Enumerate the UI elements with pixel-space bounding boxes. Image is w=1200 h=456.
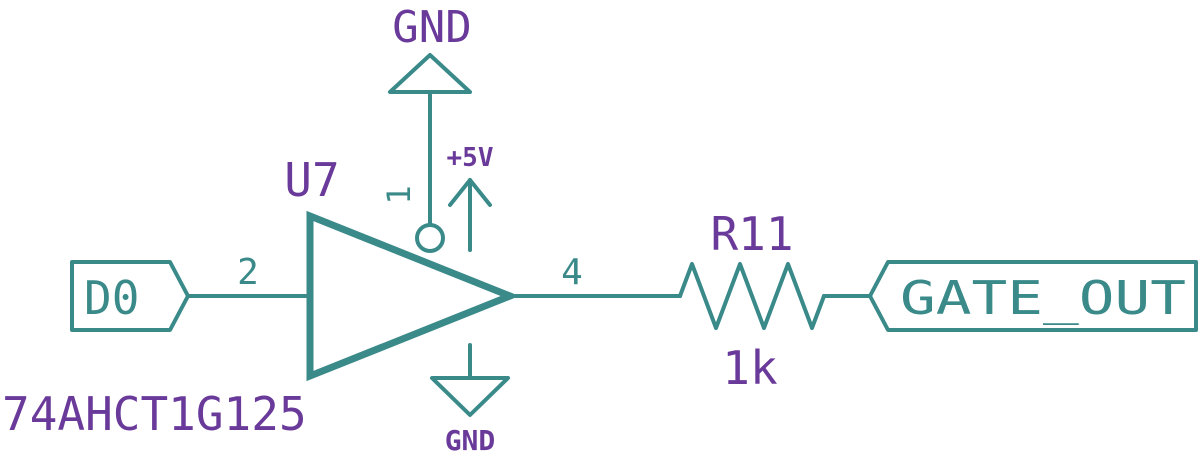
top-gnd-symbol (388, 53, 472, 94)
r11-reference: R11 (710, 207, 793, 261)
u7-value: 74AHCT1G125 (2, 387, 307, 441)
gate-out-label-text: GATE_OUT (900, 271, 1186, 325)
oe-inversion-bubble (415, 223, 445, 253)
pin-2-number: 2 (237, 252, 259, 293)
gate-out-label-flag (868, 260, 1198, 332)
d0-label-flag (70, 260, 190, 332)
vcc-arrow (448, 178, 492, 207)
u7-reference: U7 (284, 153, 339, 207)
r11-value: 1k (722, 341, 777, 395)
resistor-body (678, 262, 826, 330)
bottom-gnd-symbol (430, 376, 510, 417)
buffer-body (306, 210, 520, 382)
pin-4-number: 4 (561, 252, 583, 293)
bottom-gnd-label: GND (445, 424, 496, 456)
pin-1-number: 1 (380, 185, 418, 204)
d0-label-text: D0 (84, 271, 139, 325)
top-gnd-label: GND (392, 2, 471, 53)
vcc-label: +5V (447, 143, 494, 173)
